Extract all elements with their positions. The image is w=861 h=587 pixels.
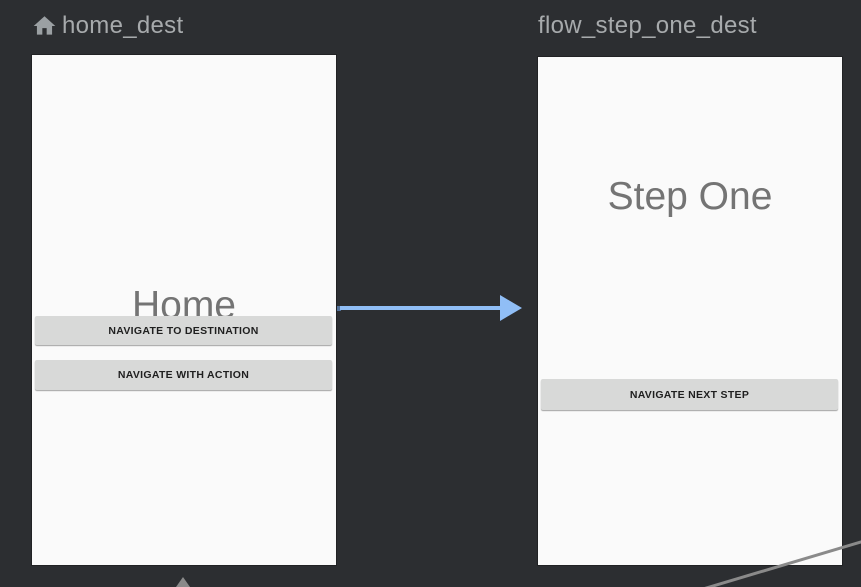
destination-header-home[interactable]: home_dest: [31, 9, 183, 43]
destination-label-flow-step-one[interactable]: flow_step_one_dest: [538, 12, 757, 39]
destination-card-flow-step-one[interactable]: Step One NAVIGATE NEXT STEP: [538, 57, 842, 565]
navigate-to-destination-button: NAVIGATE TO DESTINATION: [35, 316, 332, 345]
home-icon: [31, 13, 58, 39]
destination-label-home[interactable]: home_dest: [62, 12, 184, 39]
destination-card-home[interactable]: Home NAVIGATE TO DESTINATION NAVIGATE WI…: [32, 55, 336, 565]
step-one-screen-title: Step One: [607, 175, 773, 218]
action-edge-line: [340, 306, 501, 310]
navigate-with-action-button: NAVIGATE WITH ACTION: [35, 360, 332, 390]
navigate-next-step-button: NAVIGATE NEXT STEP: [541, 379, 838, 410]
incoming-edge-arrowhead-icon[interactable]: [176, 577, 190, 587]
action-arrowhead-icon: [500, 295, 522, 321]
action-edge-stub: [337, 306, 341, 311]
destination-header-flow-step-one[interactable]: flow_step_one_dest: [538, 9, 757, 43]
